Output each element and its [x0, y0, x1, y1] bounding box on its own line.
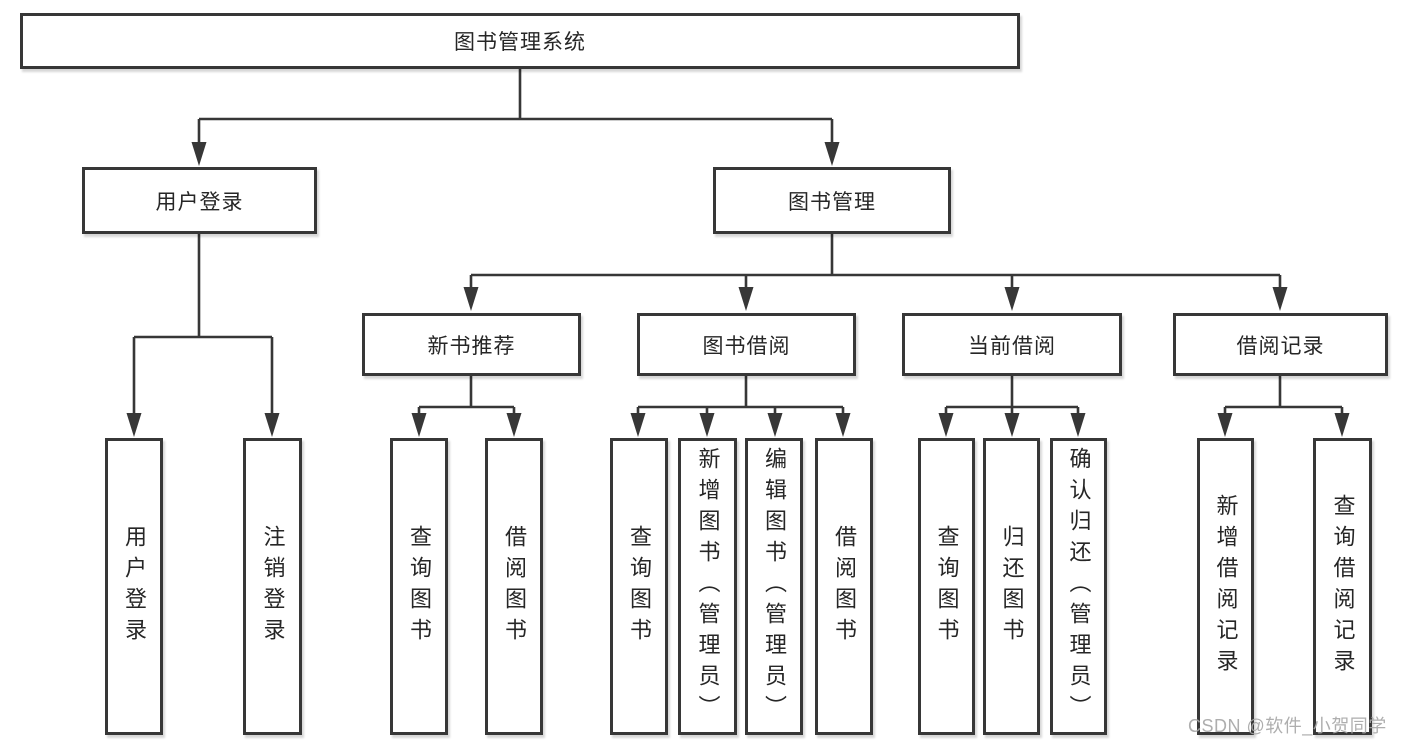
node-user-login: 用户登录 [82, 167, 317, 234]
node-new-book-recommendation: 新书推荐 [362, 313, 581, 376]
node-label: 借阅记录 [1236, 334, 1325, 358]
leaf-user-login: 用户登录 [105, 438, 163, 735]
leaf-add-book-admin: 新增图书（管理员） [678, 438, 737, 735]
node-label: 借阅图书 [502, 524, 527, 649]
leaf-borrow-books: 借阅图书 [815, 438, 873, 735]
node-book-borrowing: 图书借阅 [637, 313, 856, 376]
node-label: 归还图书 [999, 524, 1025, 649]
node-label: 查询图书 [407, 524, 432, 649]
leaf-query-borrow-record: 查询借阅记录 [1313, 438, 1372, 735]
node-label: 新增图书（管理员） [695, 447, 721, 726]
node-label: 借阅图书 [832, 524, 857, 649]
node-label: 图书管理 [788, 190, 876, 214]
leaf-query-books-borrow: 查询图书 [610, 438, 668, 735]
node-label: 确认归还（管理员） [1066, 447, 1092, 726]
csdn-watermark: CSDN @软件_小贺同学 [1188, 716, 1387, 736]
node-label: 新增借阅记录 [1213, 493, 1239, 680]
leaf-edit-book-admin: 编辑图书（管理员） [745, 438, 803, 735]
leaf-query-books-recommend: 查询图书 [390, 438, 448, 735]
node-label: 注销登录 [260, 524, 286, 649]
leaf-confirm-return-admin: 确认归还（管理员） [1050, 438, 1107, 735]
node-borrowing-records: 借阅记录 [1173, 313, 1388, 376]
node-book-management: 图书管理 [713, 167, 951, 234]
arrowhead-icons [126, 142, 1350, 437]
node-label: 查询图书 [934, 524, 960, 649]
node-label: 用户登录 [155, 190, 244, 214]
node-label: 当前借阅 [968, 334, 1056, 358]
node-label: 用户登录 [122, 524, 147, 649]
node-label: 新书推荐 [427, 334, 516, 358]
node-label: 查询借阅记录 [1330, 493, 1356, 680]
node-label: 编辑图书（管理员） [762, 447, 787, 726]
node-label: 图书借阅 [702, 334, 791, 358]
node-label: 图书管理系统 [454, 31, 586, 54]
leaf-borrow-books-recommend: 借阅图书 [485, 438, 543, 735]
node-label: 查询图书 [627, 524, 652, 649]
leaf-logout: 注销登录 [243, 438, 302, 735]
node-current-borrowing: 当前借阅 [902, 313, 1122, 376]
node-library-management-system: 图书管理系统 [20, 13, 1020, 69]
leaf-return-books: 归还图书 [983, 438, 1040, 735]
leaf-add-borrow-record: 新增借阅记录 [1197, 438, 1254, 735]
leaf-query-books-current: 查询图书 [918, 438, 975, 735]
